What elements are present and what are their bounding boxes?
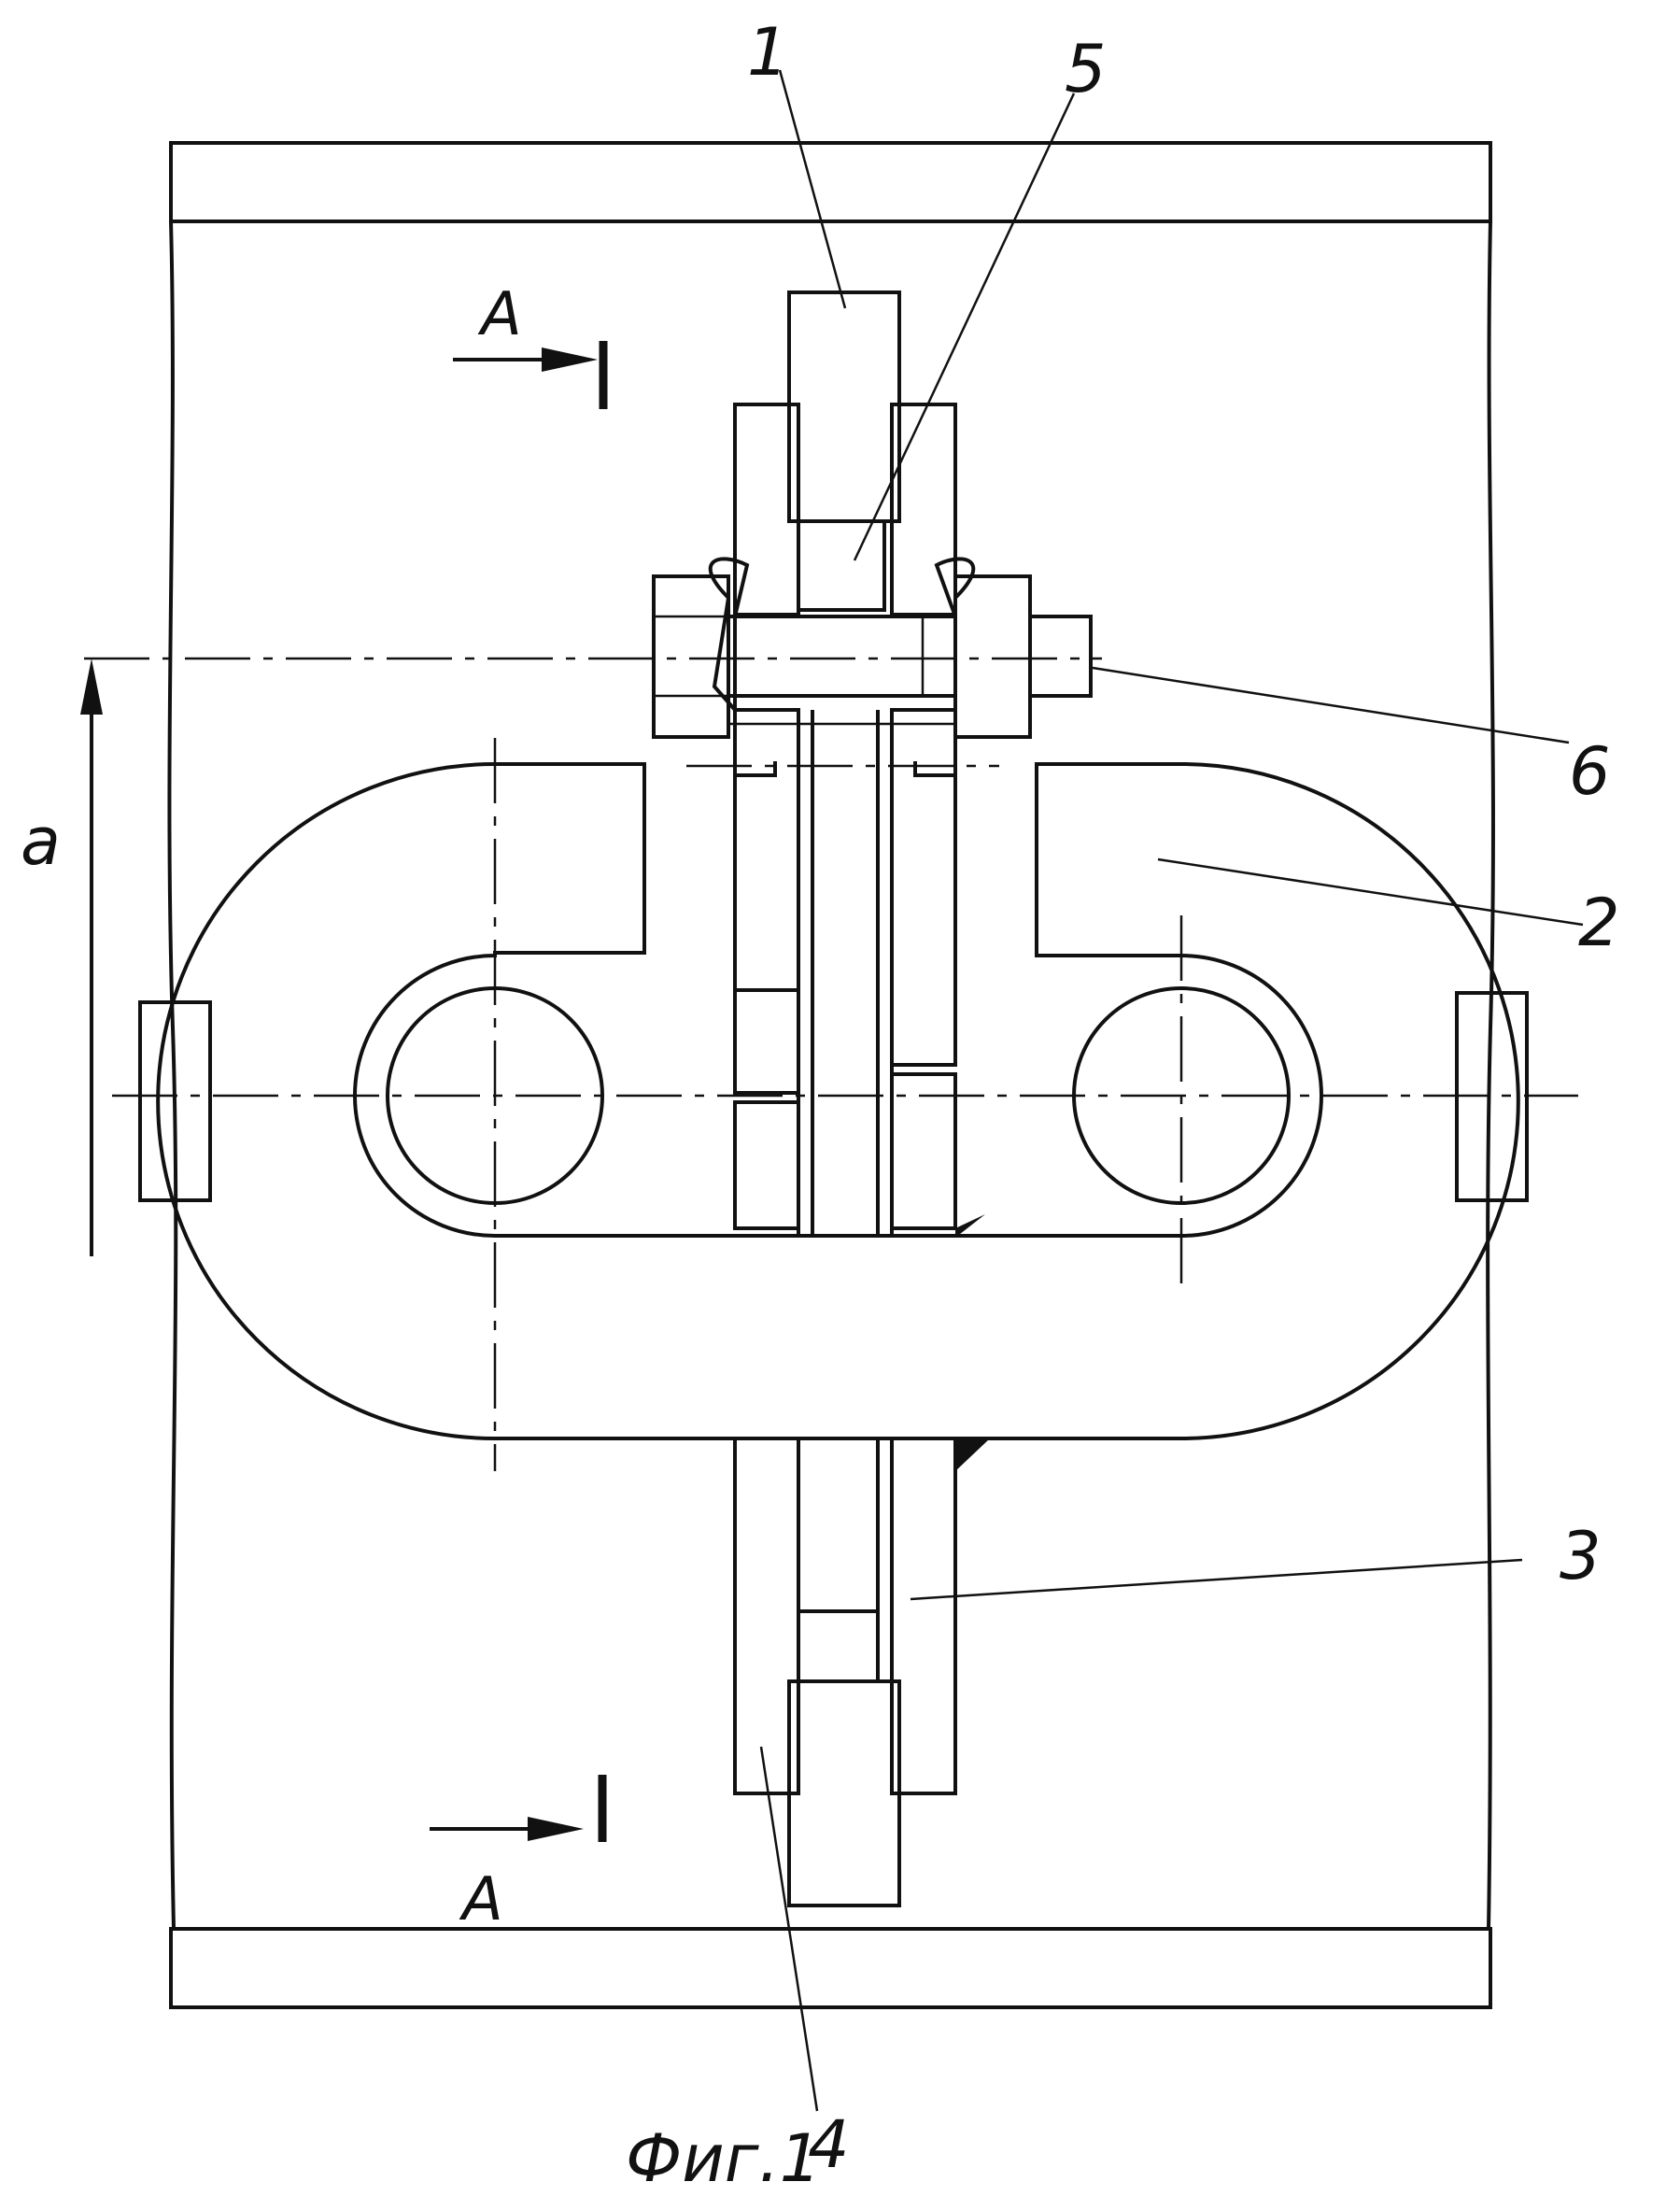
section-marker-top — [453, 341, 603, 409]
part-label-1: 1 — [747, 14, 789, 91]
part-label-3: 3 — [1560, 1518, 1602, 1594]
figure-caption: Фиг.1 — [626, 2120, 821, 2196]
section-marker-bottom — [430, 1775, 602, 1842]
dimension-a — [80, 659, 103, 1256]
pipe-wall-top — [171, 143, 1490, 221]
pipe-break-lines — [169, 221, 1493, 1929]
leader-lines — [761, 70, 1583, 2111]
part-label-2: 2 — [1578, 885, 1620, 961]
bolt-assembly — [654, 559, 1091, 775]
wedge-block — [798, 521, 884, 610]
insert-block-top — [789, 292, 899, 521]
section-label-top: A — [477, 280, 522, 349]
section-label-bottom: A — [459, 1865, 503, 1934]
part-label-6: 6 — [1569, 733, 1611, 810]
centerlines — [84, 659, 1578, 1471]
shaft-plates — [735, 710, 990, 1793]
link-body — [158, 764, 1518, 1438]
upper-clamp — [735, 404, 955, 615]
pipe-wall-bottom — [171, 1929, 1490, 2007]
part-label-5: 5 — [1065, 31, 1107, 107]
dimension-a-label: a — [21, 803, 61, 880]
insert-block-bottom — [789, 1681, 899, 1906]
